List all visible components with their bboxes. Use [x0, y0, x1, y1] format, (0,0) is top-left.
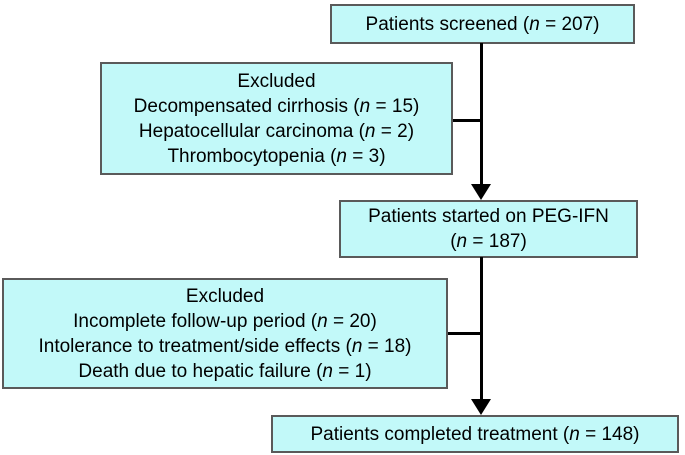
n-symbol: n — [529, 13, 540, 35]
excluded-2-item-3-text: Death due to hepatic failure ( — [78, 360, 323, 382]
excluded-1-item-2-text: Hepatocellular carcinoma ( — [138, 120, 365, 142]
patients-screened-line: Patients screened (n = 207) — [366, 12, 600, 37]
excluded-2-item-2: Intolerance to treatment/side effects (n… — [38, 334, 411, 359]
n-symbol: n — [569, 423, 580, 445]
completed-line: Patients completed treatment (n = 148) — [310, 422, 639, 447]
n-symbol: n — [336, 145, 347, 167]
n-symbol: n — [364, 120, 376, 142]
excluded-1-item-3-text: Thrombocytopenia ( — [167, 145, 337, 167]
excluded-2-item-3-count: = 1) — [333, 360, 372, 382]
patients-screened-count: = 207) — [539, 13, 600, 35]
excluded-1-item-3-count: = 3) — [346, 145, 386, 167]
peg-ifn-count-line: (n = 187) — [450, 229, 527, 254]
connector-branch-to-excluded-1 — [452, 119, 482, 122]
excluded-2-heading: Excluded — [185, 285, 265, 307]
peg-ifn-paren-open: ( — [450, 231, 457, 252]
patients-screened-box: Patients screened (n = 207) — [330, 4, 635, 44]
completed-text: Patients completed treatment ( — [310, 423, 570, 445]
n-symbol: n — [456, 231, 468, 252]
excluded-2-item-2-text: Intolerance to treatment/side effects ( — [38, 335, 352, 357]
n-symbol: n — [322, 360, 333, 382]
arrowhead-down-icon-1 — [471, 184, 491, 200]
excluded-2-item-1-count: = 20) — [327, 310, 377, 332]
n-symbol: n — [317, 310, 328, 332]
n-symbol: n — [359, 95, 371, 117]
excluded-2-item-2-count: = 18) — [362, 335, 412, 357]
patients-started-peg-ifn-box: Patients started on PEG-IFN (n = 187) — [339, 200, 638, 258]
arrowhead-down-icon-2 — [471, 399, 491, 415]
excluded-1-item-1: Decompensated cirrhosis (n = 15) — [134, 94, 420, 119]
connector-peg-to-completed-line — [480, 257, 483, 401]
excluded-1-item-2: Hepatocellular carcinoma (n = 2) — [139, 119, 414, 144]
peg-ifn-count: = 187) — [467, 231, 527, 252]
excluded-2-item-3: Death due to hepatic failure (n = 1) — [78, 359, 371, 384]
excluded-1-heading: Excluded — [237, 70, 316, 92]
excluded-1-item-1-count: = 15) — [370, 95, 420, 117]
excluded-box-2: Excluded Incomplete follow-up period (n … — [2, 278, 448, 389]
excluded-1-item-3: Thrombocytopenia (n = 3) — [167, 144, 385, 169]
completed-count: = 148) — [579, 423, 640, 445]
excluded-box-1: Excluded Decompensated cirrhosis (n = 15… — [100, 62, 453, 175]
excluded-1-item-2-count: = 2) — [375, 120, 415, 142]
connector-screened-to-peg-line — [480, 43, 483, 186]
patients-completed-treatment-box: Patients completed treatment (n = 148) — [271, 415, 679, 453]
n-symbol: n — [351, 335, 363, 357]
excluded-2-item-1-text: Incomplete follow-up period ( — [73, 310, 318, 332]
peg-ifn-heading: Patients started on PEG-IFN — [368, 206, 609, 227]
connector-branch-to-excluded-2 — [447, 332, 482, 335]
patients-screened-text: Patients screened ( — [365, 13, 530, 35]
excluded-1-item-1-text: Decompensated cirrhosis ( — [133, 95, 360, 117]
excluded-2-item-1: Incomplete follow-up period (n = 20) — [73, 309, 377, 334]
